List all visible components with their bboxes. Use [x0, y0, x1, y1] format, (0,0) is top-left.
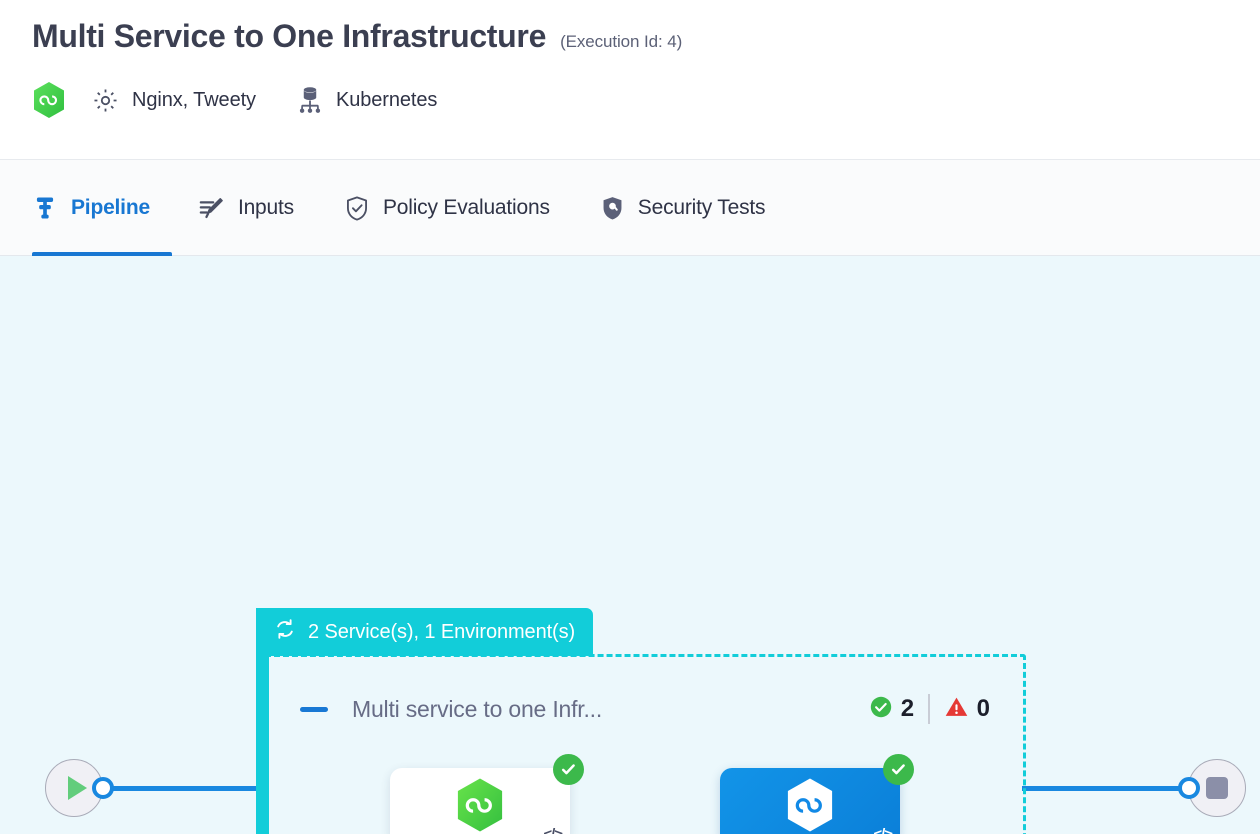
tab-label: Inputs — [237, 196, 294, 219]
execution-id: (Execution Id: 4) — [560, 32, 683, 51]
success-count-item: 2 — [869, 695, 914, 724]
tab-label: Pipeline — [71, 196, 150, 219]
group-counts: 2 0 — [869, 694, 990, 724]
connector-start — [100, 786, 268, 791]
check-icon — [553, 754, 584, 785]
code-tag[interactable]: </> — [873, 826, 893, 834]
inputs-edit-icon — [198, 195, 225, 222]
tweety-hexagon-icon — [784, 777, 836, 834]
tab-pipeline[interactable]: Pipeline — [32, 160, 172, 256]
success-count: 2 — [900, 695, 915, 722]
tab-policy-evaluations[interactable]: Policy Evaluations — [344, 160, 574, 256]
meta-row: Nginx, Tweety Kubernetes — [32, 81, 1260, 119]
group-header: Multi service to one Infr... 2 — [300, 694, 990, 724]
minus-icon[interactable] — [300, 706, 328, 712]
title-row: Multi Service to One Infrastructure (Exe… — [32, 18, 1260, 55]
stop-icon — [1206, 777, 1228, 799]
group-left-bar — [256, 608, 269, 834]
code-tag[interactable]: </> — [543, 826, 563, 834]
page-header: Multi Service to One Infrastructure (Exe… — [0, 0, 1260, 160]
warning-count: 0 — [976, 695, 990, 722]
loop-refresh-icon — [273, 617, 297, 647]
service-card-wrap: </> (Nginx): Multi service to one... — [368, 754, 593, 834]
group-badge[interactable]: 2 Service(s), 1 Environment(s) — [256, 608, 594, 656]
kubernetes-icon — [296, 85, 324, 115]
end-node[interactable] — [1188, 759, 1246, 817]
service-card-tweety[interactable]: </> — [720, 754, 914, 834]
warning-count-item: 0 — [944, 695, 990, 724]
play-icon — [67, 776, 87, 800]
check-circle-icon — [869, 695, 893, 724]
nginx-hexagon-icon — [454, 777, 506, 834]
service-card-wrap: </> (Tweety, {"__uuid":... — [698, 754, 923, 834]
end-node-handle[interactable] — [1178, 777, 1200, 799]
connector-end — [1022, 786, 1194, 791]
pipeline-icon — [32, 194, 58, 222]
group-badge-label: 2 Service(s), 1 Environment(s) — [308, 620, 576, 643]
tab-security-tests[interactable]: Security Tests — [600, 160, 790, 256]
infinity-hexagon-icon — [32, 81, 66, 119]
shield-check-icon — [344, 195, 370, 222]
tab-label: Security Tests — [637, 196, 766, 219]
pipeline-canvas: 2 Service(s), 1 Environment(s) Multi ser… — [0, 256, 1260, 834]
group-name: Multi service to one Infr... — [352, 695, 603, 722]
gear-icon — [92, 87, 119, 114]
tab-inputs[interactable]: Inputs — [198, 160, 318, 256]
tab-bar: Pipeline Inputs Policy Evaluations — [0, 160, 1260, 256]
start-node-handle[interactable] — [92, 777, 114, 799]
tab-label: Policy Evaluations — [382, 196, 550, 219]
infrastructure-name: Kubernetes — [335, 88, 438, 111]
warning-triangle-icon — [944, 695, 969, 724]
service-card-list: </> (Nginx): Multi service to one... — [315, 754, 975, 834]
services-list: Nginx, Tweety — [132, 88, 256, 111]
service-card-nginx[interactable]: </> — [390, 754, 584, 834]
page-title: Multi Service to One Infrastructure — [32, 18, 547, 54]
shield-search-icon — [600, 195, 625, 222]
check-icon — [883, 754, 914, 785]
count-divider — [928, 694, 930, 724]
